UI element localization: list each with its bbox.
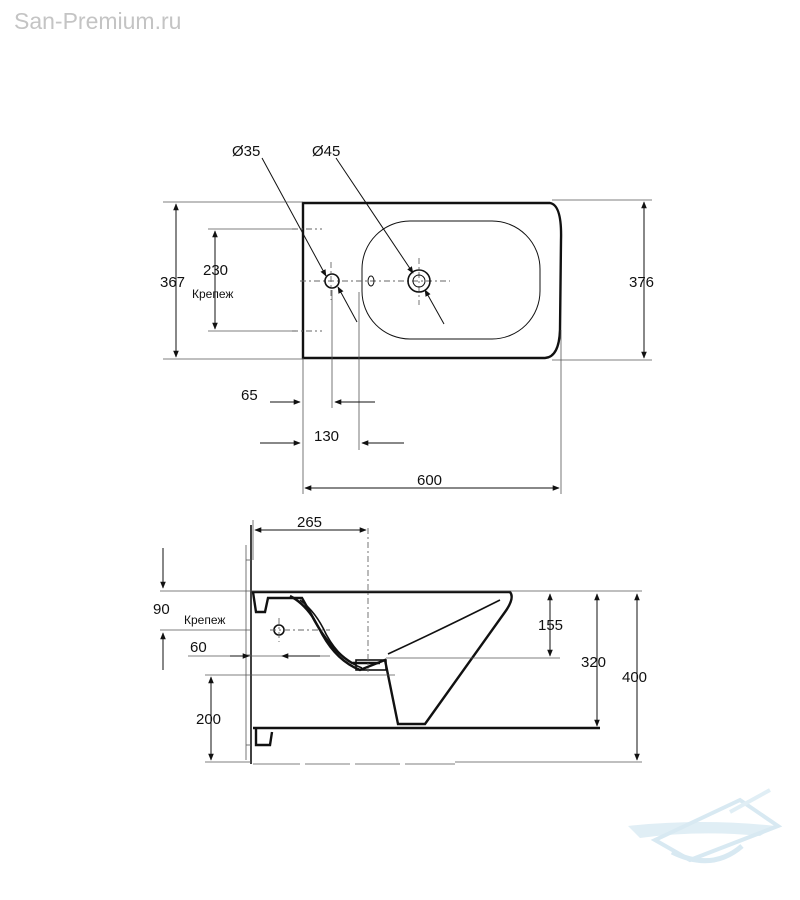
bathtub-logo-icon: [628, 788, 783, 864]
mount-label-side: Крепеж: [184, 613, 225, 627]
dim-155: 155: [538, 617, 563, 634]
dim-hole-large: Ø45: [312, 143, 340, 160]
dim-90: 90: [153, 601, 170, 618]
top-view: Ø35 Ø45 367 230 Крепеж 376 65 130: [160, 143, 654, 494]
dim-mount-spacing: 230: [203, 262, 228, 279]
faucet-hole-large: [407, 269, 431, 293]
bowl-inner-outline: [361, 220, 541, 340]
dim-200: 200: [196, 711, 221, 728]
mount-hole-small: [324, 273, 340, 289]
dim-265: 265: [297, 514, 322, 531]
dim-right-height: 376: [629, 274, 654, 291]
dim-130: 130: [314, 428, 339, 445]
site-watermark: San-Premium.ru: [14, 8, 182, 34]
dim-65: 65: [241, 387, 258, 404]
mount-label-top: Крепеж: [192, 287, 233, 301]
dim-320: 320: [581, 654, 606, 671]
dim-60: 60: [190, 639, 207, 656]
dim-width: 600: [417, 472, 442, 489]
bidet-top-outline: [301, 201, 563, 360]
side-view: 265 90 Крепеж 60 200 155 320 400: [153, 514, 647, 765]
dim-hole-small: Ø35: [232, 143, 260, 160]
dim-400: 400: [622, 669, 647, 686]
dim-left-height: 367: [160, 274, 185, 291]
